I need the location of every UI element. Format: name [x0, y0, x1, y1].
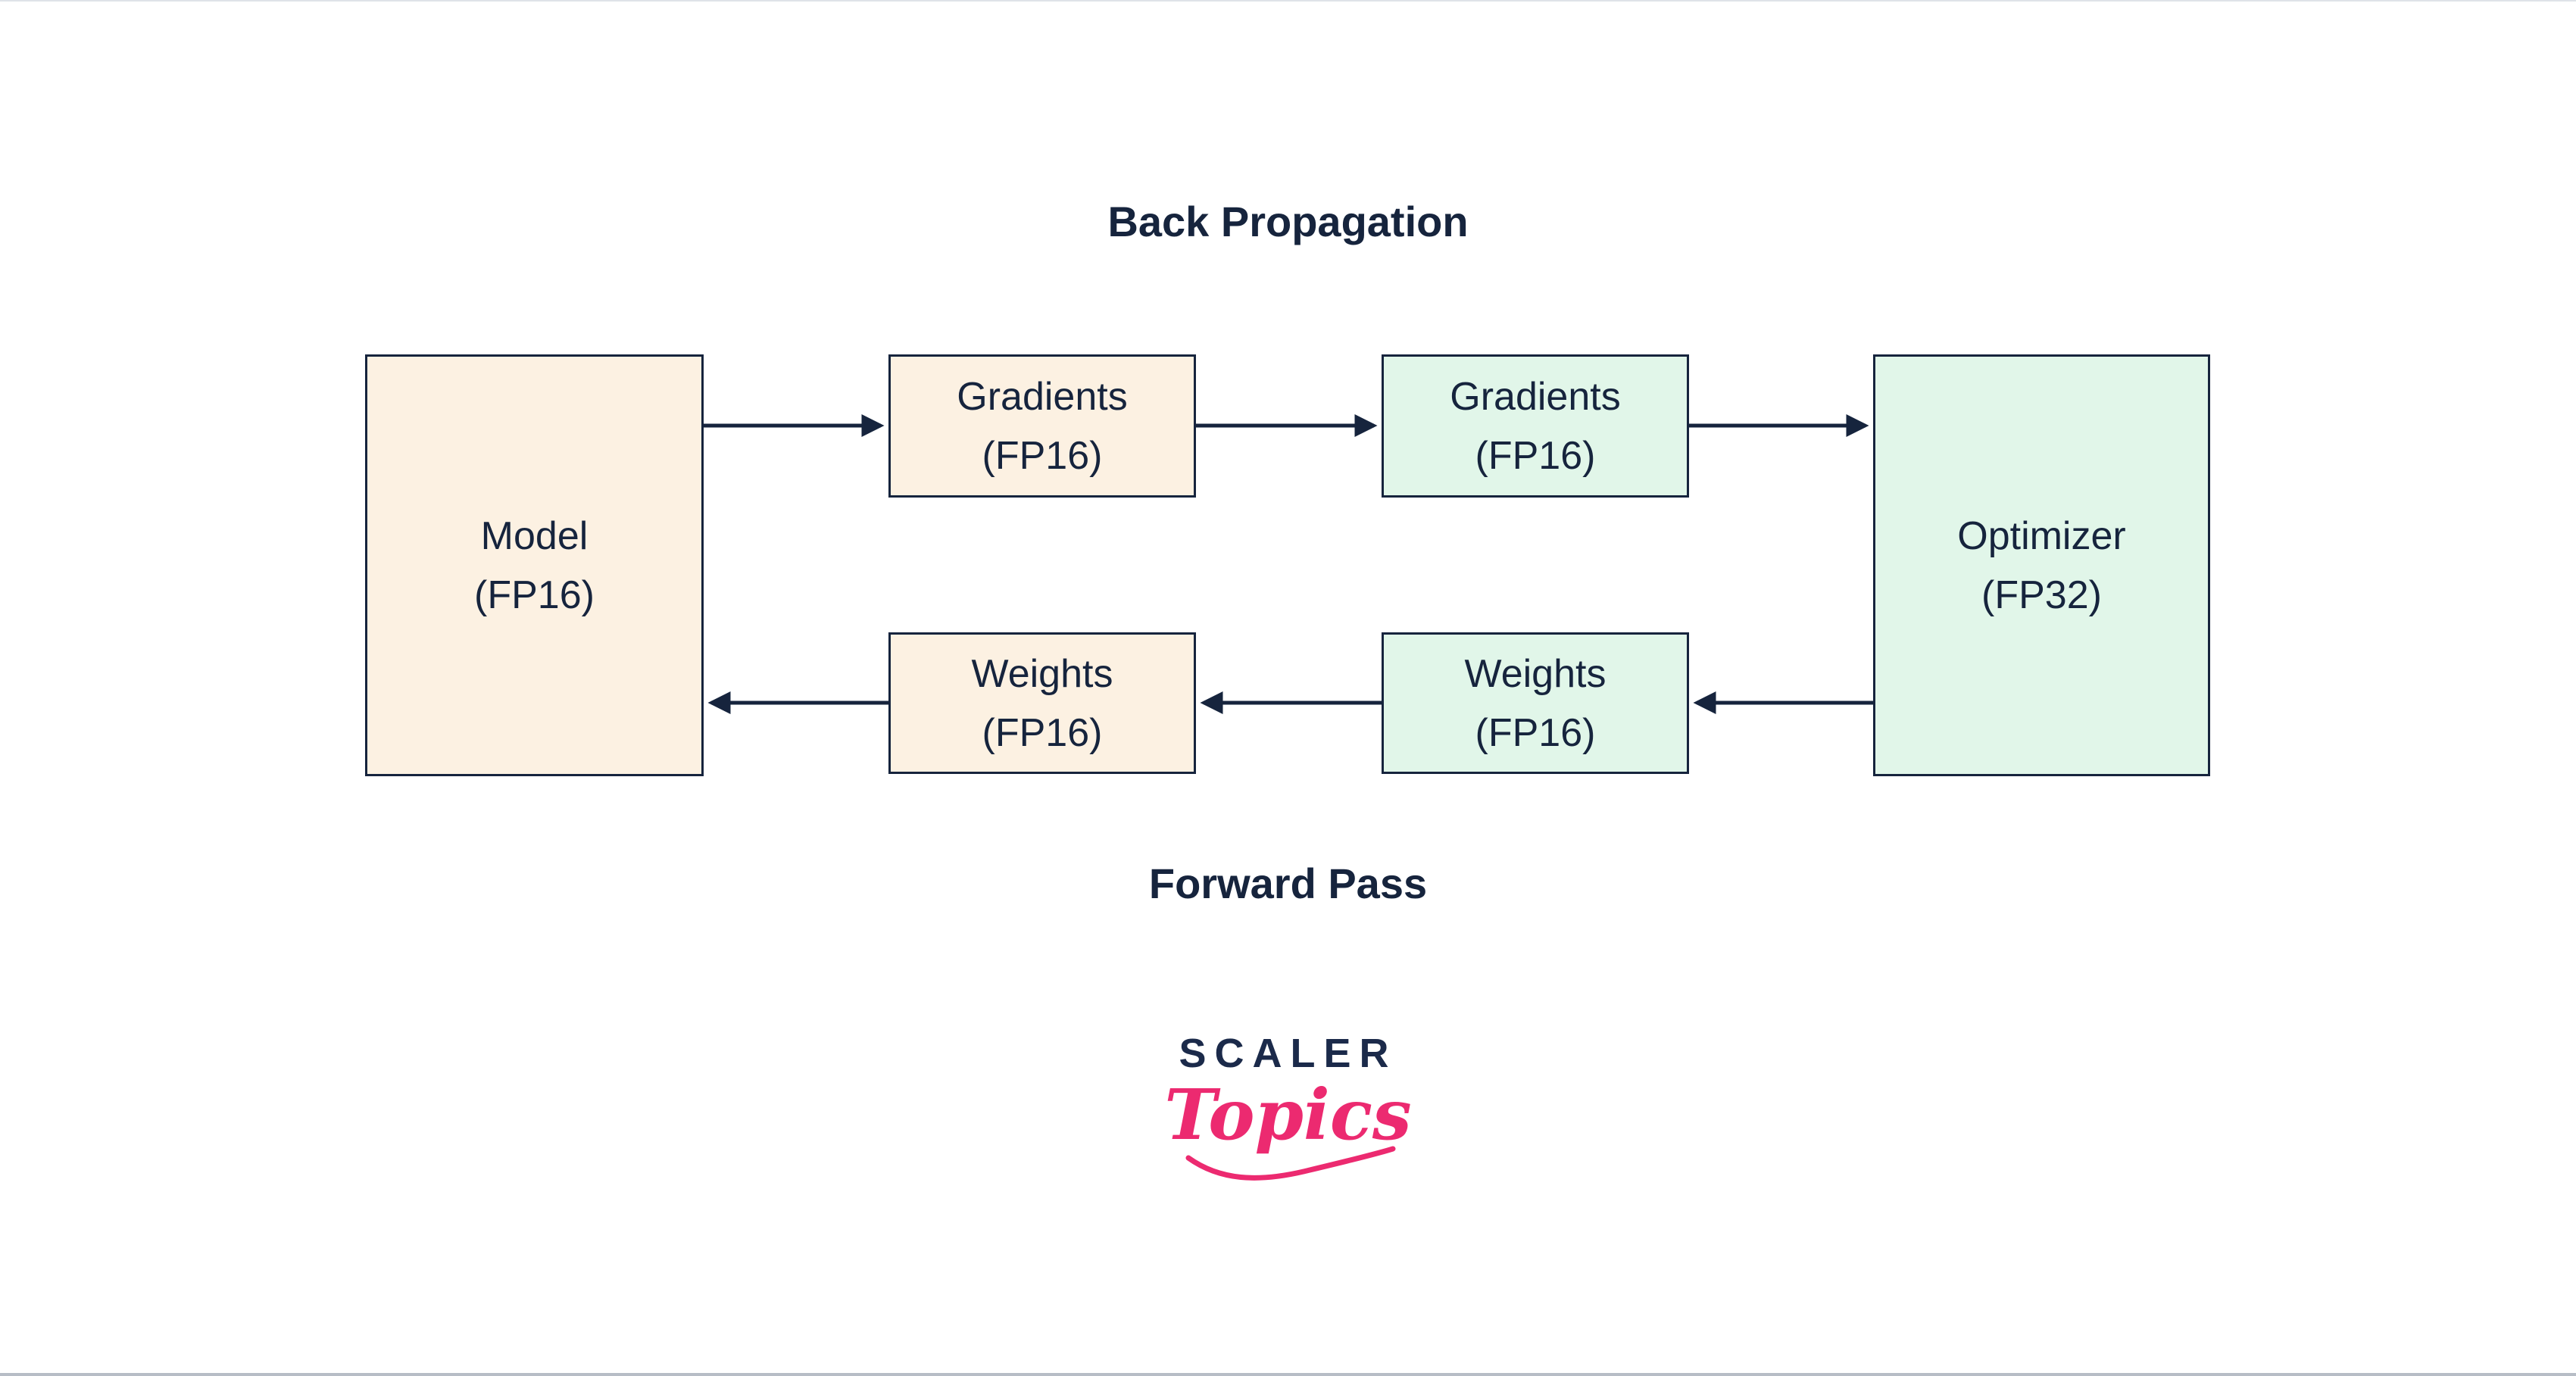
- node-gradients-fp16-peach: Gradients (FP16): [888, 354, 1196, 498]
- logo-brand-text: SCALER: [1179, 1031, 1397, 1076]
- node-gradients-b-title: Gradients: [1450, 374, 1621, 419]
- back-propagation-label: Back Propagation: [1107, 198, 1469, 245]
- node-weights-fp16-green: Weights (FP16): [1382, 632, 1689, 774]
- node-gradients-a-precision: (FP16): [982, 433, 1103, 478]
- node-optimizer-title: Optimizer: [1957, 513, 2126, 558]
- node-gradients-b-precision: (FP16): [1475, 433, 1596, 478]
- node-weights-a-title: Weights: [971, 651, 1113, 696]
- node-weights-b-precision: (FP16): [1475, 710, 1596, 755]
- node-model: Model (FP16): [365, 354, 704, 776]
- logo-sub-text: Topics: [1164, 1074, 1412, 1156]
- scaler-topics-logo: SCALER Topics: [0, 1030, 2576, 1187]
- logo-underline-swash-icon: [1185, 1146, 1395, 1181]
- node-model-precision: (FP16): [474, 573, 595, 617]
- node-weights-fp16-peach: Weights (FP16): [888, 632, 1196, 774]
- node-optimizer-precision: (FP32): [1981, 573, 2102, 617]
- node-gradients-fp16-green: Gradients (FP16): [1382, 354, 1689, 498]
- node-optimizer: Optimizer (FP32): [1873, 354, 2210, 776]
- node-gradients-a-title: Gradients: [957, 374, 1128, 419]
- node-weights-a-precision: (FP16): [982, 710, 1103, 755]
- node-weights-b-title: Weights: [1464, 651, 1606, 696]
- forward-pass-label: Forward Pass: [1148, 860, 1428, 907]
- node-model-title: Model: [480, 513, 589, 558]
